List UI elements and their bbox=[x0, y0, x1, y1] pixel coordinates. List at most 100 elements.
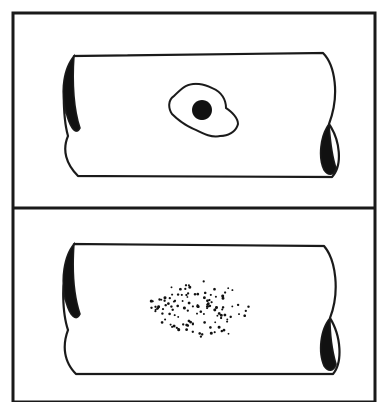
pit-dot bbox=[245, 310, 247, 312]
pit-dot bbox=[167, 302, 170, 305]
pit-dot bbox=[171, 309, 173, 311]
pit-dot bbox=[164, 304, 166, 306]
pit-dot bbox=[185, 284, 187, 286]
pit-dot bbox=[187, 310, 189, 312]
pit-dot bbox=[182, 323, 184, 325]
pit-dot bbox=[150, 300, 153, 303]
pit-dot bbox=[187, 292, 189, 294]
pit-dot bbox=[206, 299, 209, 302]
pit-dot bbox=[201, 333, 203, 335]
pit-dot bbox=[163, 300, 165, 302]
pit-dot bbox=[187, 296, 189, 298]
pit-dot bbox=[177, 316, 179, 318]
pit-dot bbox=[238, 313, 240, 315]
pit-dot bbox=[213, 288, 216, 291]
pit-dot bbox=[185, 324, 188, 327]
pit-dot bbox=[200, 335, 202, 337]
pit-dot bbox=[231, 289, 233, 291]
pit-dot bbox=[226, 318, 228, 320]
pit-dot bbox=[214, 321, 216, 323]
pit-dot bbox=[231, 305, 233, 307]
bottom-panel bbox=[13, 208, 375, 402]
pit-dot bbox=[185, 328, 188, 331]
pit-dot bbox=[221, 330, 223, 332]
pit-dot bbox=[210, 294, 212, 296]
pit-dot bbox=[162, 308, 164, 310]
pit-dot bbox=[194, 293, 197, 296]
pit-dot bbox=[179, 288, 182, 291]
pit-dot bbox=[203, 313, 205, 315]
pit-dot bbox=[192, 322, 194, 324]
pit-dot bbox=[171, 326, 173, 328]
pit-dot bbox=[188, 302, 191, 305]
pit-dot bbox=[171, 286, 173, 288]
pit-dot bbox=[192, 305, 194, 307]
pit-dot bbox=[237, 304, 239, 306]
pit-dot bbox=[171, 294, 173, 296]
pit-dot bbox=[223, 329, 226, 332]
pit-dot bbox=[157, 307, 159, 309]
pit-dot bbox=[209, 326, 212, 329]
pit-dot bbox=[224, 291, 226, 293]
top-pipe bbox=[63, 53, 339, 177]
pit-dot bbox=[211, 301, 213, 303]
pit-dot bbox=[210, 332, 213, 335]
pit-dot bbox=[155, 309, 157, 311]
scattered-pitting bbox=[150, 280, 250, 337]
pit-dot bbox=[216, 315, 218, 317]
pit-dot bbox=[189, 321, 192, 324]
pit-dot bbox=[207, 302, 210, 305]
pit-dot bbox=[184, 288, 186, 290]
pit-dot bbox=[170, 305, 172, 307]
pit-dot bbox=[214, 309, 216, 311]
pit-dot bbox=[188, 284, 190, 286]
pit-dot bbox=[174, 314, 176, 316]
pit-dot bbox=[228, 333, 230, 335]
pit-dot bbox=[214, 331, 216, 333]
pit-dot bbox=[188, 286, 191, 289]
pit-dot bbox=[185, 294, 187, 296]
pit-dot bbox=[224, 314, 227, 317]
pit-dot bbox=[192, 331, 194, 333]
pit-dot bbox=[182, 300, 184, 302]
bottom-pipe bbox=[63, 244, 339, 374]
pit-dot bbox=[222, 297, 225, 300]
top-panel bbox=[13, 13, 375, 208]
pit-dot bbox=[222, 306, 224, 308]
pit-dot bbox=[203, 280, 205, 282]
pit-dot bbox=[154, 306, 156, 308]
pit-dot bbox=[168, 313, 171, 316]
pit-dot bbox=[169, 297, 171, 299]
pit-dot bbox=[164, 296, 167, 299]
pit-dot bbox=[176, 327, 178, 329]
pit-dot bbox=[218, 326, 221, 329]
pit-dot bbox=[220, 317, 222, 319]
pit-dot bbox=[197, 304, 199, 306]
pit-dot bbox=[158, 298, 160, 300]
pit-dot bbox=[197, 293, 200, 296]
pit-dot bbox=[206, 307, 208, 309]
pit-dot bbox=[176, 305, 179, 308]
pit-dot bbox=[181, 294, 183, 296]
pit-dot bbox=[221, 308, 223, 310]
pit-dot bbox=[170, 324, 172, 326]
pit-dot bbox=[215, 296, 217, 298]
pit-dot bbox=[183, 307, 186, 310]
pit-dot bbox=[164, 318, 166, 320]
pit-dot bbox=[161, 321, 164, 324]
pit-dot bbox=[200, 310, 203, 313]
pit-dot bbox=[229, 316, 231, 318]
pit-dot bbox=[196, 313, 198, 315]
pit-dot bbox=[177, 293, 179, 295]
pit-dot bbox=[243, 314, 246, 317]
pit-dot bbox=[227, 287, 229, 289]
pit-dot bbox=[203, 321, 206, 324]
pit-dot bbox=[218, 312, 221, 315]
pit-dot bbox=[177, 328, 180, 331]
pit-dot bbox=[204, 292, 207, 295]
pit-dot bbox=[215, 306, 218, 309]
bottom-pipe-left-end bbox=[63, 244, 80, 318]
pit-dot bbox=[226, 321, 228, 323]
pit-dot bbox=[209, 305, 211, 307]
